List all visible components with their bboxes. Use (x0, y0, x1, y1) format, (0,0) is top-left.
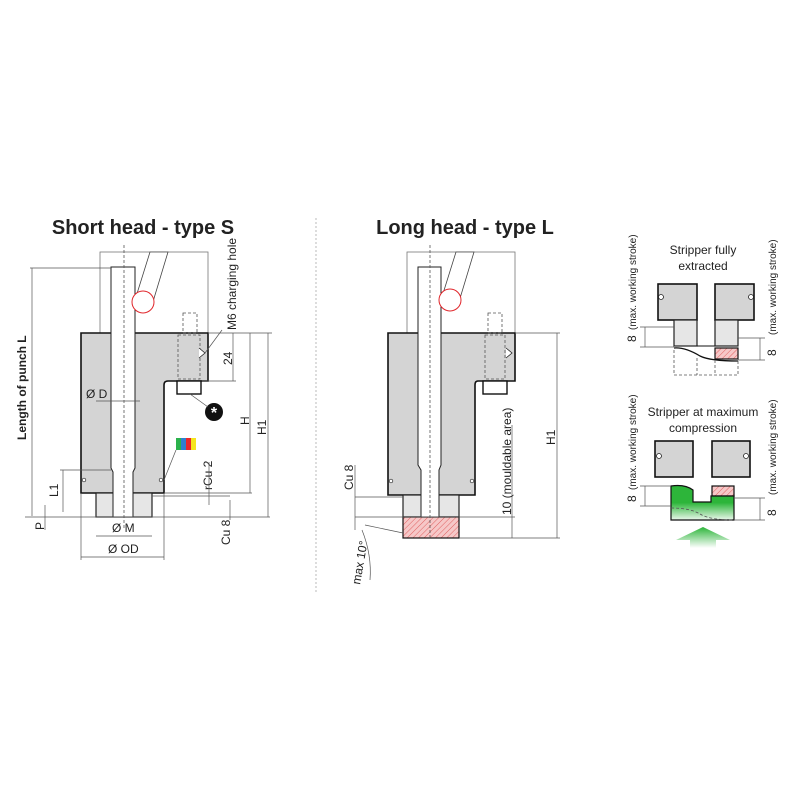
color-mark-red (186, 438, 191, 450)
stripper-compressed-detail: Stripper at maximum compression 8 (max. … (625, 394, 779, 548)
cu8-label: Cu 8 (219, 519, 233, 545)
long-cu8-label: Cu 8 (342, 464, 356, 490)
charging-screw (182, 312, 198, 334)
dim-24-label: 24 (221, 351, 235, 365)
h1-label: H1 (255, 419, 269, 435)
charging-hole-label: M6 charging hole (225, 238, 239, 330)
extracted-right-dim: 8 (765, 349, 779, 356)
color-mark-yellow (191, 438, 196, 450)
length-label: Length of punch L (15, 335, 29, 440)
short-head-title: Short head - type S (52, 217, 234, 239)
long-head-title: Long head - type L (376, 217, 554, 239)
extracted-title-2: extracted (678, 259, 727, 273)
diam-d-label: Ø D (86, 387, 108, 401)
color-code-marks (163, 438, 196, 481)
l1-label: L1 (47, 483, 61, 497)
long-h1-label: H1 (544, 429, 558, 445)
diam-m-label: Ø M (112, 521, 135, 535)
up-arrow-icon (676, 527, 730, 548)
stripper-extracted-detail: Stripper fully extracted 8 (max. working… (625, 234, 779, 376)
extracted-title-1: Stripper fully (670, 243, 737, 257)
compressed-left-dim: 8 (625, 495, 639, 502)
long-stripper-body (387, 332, 516, 496)
mouldable-label: 10 (mouldable area) (500, 408, 514, 515)
nipple (176, 380, 202, 395)
charging-hole (177, 334, 201, 380)
rcu2-label: rCu 2 (201, 460, 215, 490)
diam-od-label: Ø OD (108, 542, 139, 556)
long-head-drawing: Long head - type L Cu 8 10 (mouldable ar… (342, 217, 560, 586)
short-head-drawing: Short head - type S * Length of punch L … (15, 217, 272, 560)
compressed-material (670, 484, 735, 521)
extracted-left-note: (max. working stroke) (628, 234, 639, 330)
compressed-right-note: (max. working stroke) (768, 399, 779, 495)
mouldable-area (402, 516, 460, 539)
asterisk-glyph: * (211, 405, 218, 422)
color-mark-blue (181, 438, 186, 450)
color-mark-green (176, 438, 181, 450)
compressed-title-1: Stripper at maximum (648, 405, 759, 419)
extracted-right-note: (max. working stroke) (768, 239, 779, 335)
compressed-title-2: compression (669, 421, 737, 435)
asterisk-icon (205, 403, 223, 421)
compressed-right-dim: 8 (765, 509, 779, 516)
extracted-left-dim: 8 (625, 335, 639, 342)
p-label: P (33, 522, 47, 530)
spring-ball (131, 290, 155, 314)
punch (110, 266, 136, 518)
h-label: H (238, 416, 252, 425)
max-angle-label: max 10° (349, 539, 370, 585)
compressed-left-note: (max. working stroke) (628, 394, 639, 490)
stripper-body (80, 332, 209, 494)
